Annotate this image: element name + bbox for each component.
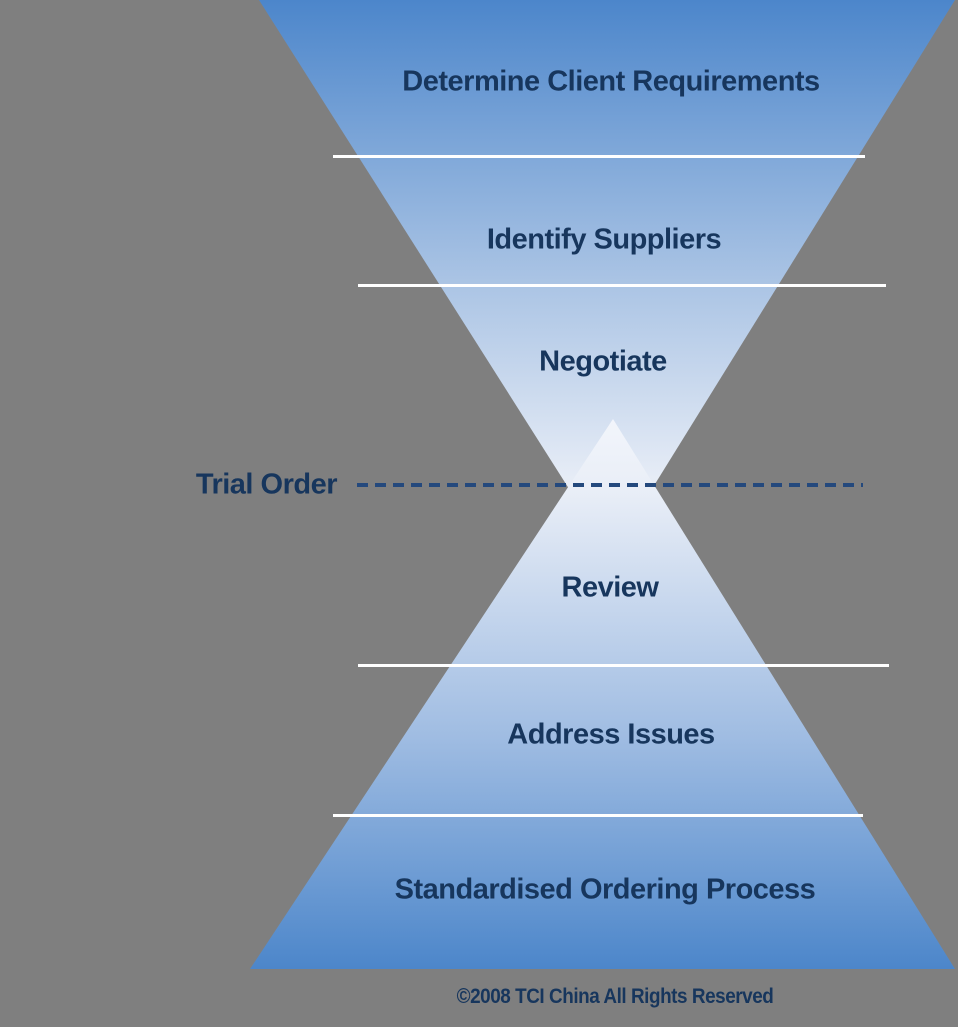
stage-divider-line-3 [358, 664, 889, 667]
trial-order-label: Trial Order [195, 468, 338, 501]
stage-label-address-issues: Address Issues [507, 718, 715, 751]
stage-label-determine-client-requirements: Determine Client Requirements [402, 65, 820, 98]
stage-divider-line-1 [333, 155, 865, 158]
trial-order-dashed-line [357, 483, 863, 487]
stage-label-standardised-ordering-process: Standardised Ordering Process [394, 873, 816, 906]
copyright-text: ©2008 TCI China All Rights Reserved [456, 985, 774, 1008]
stage-divider-line-4 [333, 814, 863, 817]
stage-label-negotiate: Negotiate [539, 345, 667, 378]
stage-label-review: Review [561, 571, 659, 604]
stage-label-identify-suppliers: Identify Suppliers [486, 223, 722, 256]
stage-divider-line-2 [358, 284, 886, 287]
